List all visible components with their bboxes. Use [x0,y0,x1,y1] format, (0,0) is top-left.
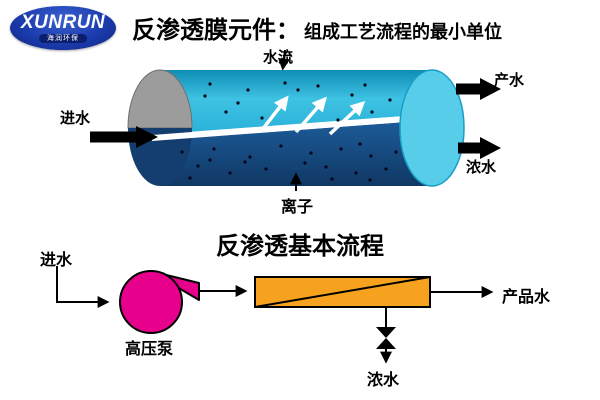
membrane-vessel-symbol [254,276,431,308]
water-flow-label: 水流 [263,49,294,66]
ions-label: 离子 [281,199,314,216]
concentrate-water-arrow [458,137,501,159]
concentrate-water-label: 浓水 [466,159,497,176]
feed-water-label: 进水 [60,110,91,127]
logo-tagline: 海润环保 [39,34,87,43]
main-title: 反渗透膜元件： [132,17,300,44]
high-pressure-pump-label: 高压泵 [125,341,174,358]
product-water-arrow [456,78,501,100]
flow-feed-water-label: 进水 [40,252,73,269]
water-flow-pointer-arrow [278,49,290,71]
main-subtitle: 组成工艺流程的最小单位 [304,22,502,42]
page-header: 反渗透膜元件： 组成工艺流程的最小单位 [132,10,502,45]
membrane-element-diagram [90,49,501,191]
product-water-label: 产水 [494,72,525,89]
process-flow-diagram [56,266,494,364]
flow-diagram-title: 反渗透基本流程 [216,233,384,260]
flow-concentrate-water-label: 浓水 [367,372,400,389]
valve-icon [376,327,396,349]
flow-feed-line [56,266,110,308]
water-flow-arrows [260,95,366,136]
flow-product-water-label: 产品水 [502,289,551,306]
left-end-cap-top [127,69,193,129]
logo: XUNRUN 海润环保 [10,6,116,50]
logo-brand-text: XUNRUN [20,12,106,33]
right-end-cap [399,69,465,187]
high-pressure-pump-symbol [119,270,200,334]
cylinder-divider-stripe [152,114,432,141]
cylinder-bottom-half [160,120,432,186]
ion-dots [180,81,398,182]
feed-water-arrow [90,126,158,148]
